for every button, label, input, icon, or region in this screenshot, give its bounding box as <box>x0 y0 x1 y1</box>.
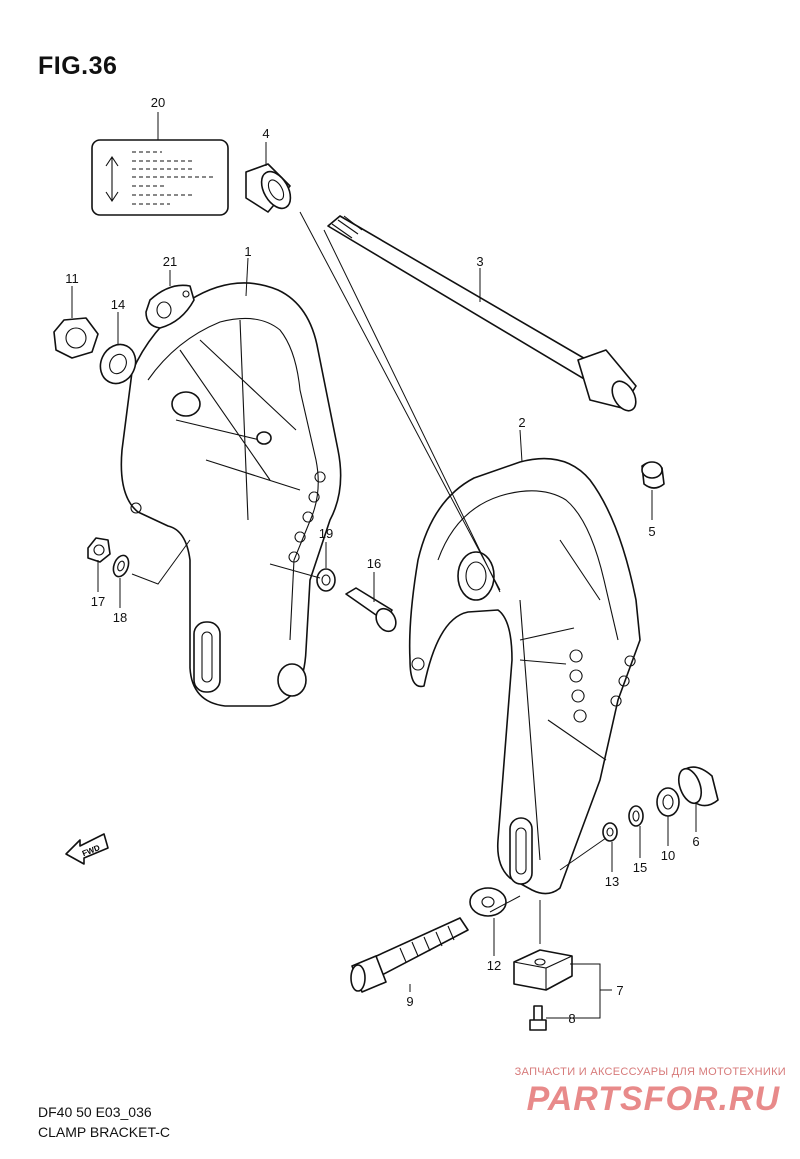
callout-9: 9 <box>406 994 413 1009</box>
callout-numbers: 20 4 1 3 11 21 14 2 5 19 16 17 18 6 10 1… <box>65 95 699 1026</box>
callout-leaders <box>71 112 697 1019</box>
part-18-washer <box>112 554 130 578</box>
callout-18: 18 <box>113 610 127 625</box>
figure-title: FIG.36 <box>38 52 118 80</box>
part-21-plate <box>145 284 195 329</box>
part-5-bushing <box>641 461 665 489</box>
part-15-washer <box>628 805 644 827</box>
callout-15: 15 <box>633 860 647 875</box>
callout-21: 21 <box>163 254 177 269</box>
callout-1: 1 <box>244 244 251 259</box>
callout-16: 16 <box>367 556 381 571</box>
part-4-bushing <box>245 163 292 213</box>
part-9-bolt <box>350 917 469 993</box>
part-10-nut <box>656 787 680 817</box>
part-7-pad <box>513 949 573 991</box>
watermark-logo: PARTSFOR.RU <box>526 1080 780 1118</box>
part-13-washer <box>602 822 618 842</box>
fwd-arrow-icon: FWD <box>65 833 109 865</box>
callout-11: 11 <box>65 271 79 286</box>
callout-5: 5 <box>648 524 655 539</box>
watermark-caption: ЗАПЧАСТИ И АКСЕССУАРЫ ДЛЯ МОТОТЕХНИКИ <box>514 1066 786 1078</box>
callout-3: 3 <box>476 254 483 269</box>
callout-17: 17 <box>91 594 105 609</box>
assembly-lines <box>131 211 607 944</box>
callout-4: 4 <box>262 126 269 141</box>
part-19-washer <box>316 568 336 592</box>
callout-8: 8 <box>568 1011 575 1026</box>
part-11-nut <box>53 317 99 359</box>
footer-model-code: DF40 50 E03_036 <box>38 1104 152 1120</box>
part-3-through-bolt <box>327 215 637 412</box>
part-16-pin <box>345 587 397 633</box>
callout-12: 12 <box>487 958 501 973</box>
part-8-screw <box>529 1005 547 1031</box>
part-17-nut <box>87 537 111 563</box>
callout-10: 10 <box>661 848 675 863</box>
callout-19: 19 <box>319 526 333 541</box>
callout-7: 7 <box>616 983 623 998</box>
part-12-washer <box>469 887 507 917</box>
callout-20: 20 <box>151 95 165 110</box>
callout-2: 2 <box>518 415 525 430</box>
part-20-label-decal <box>91 139 229 216</box>
part-1-clamp-bracket <box>120 282 342 707</box>
footer-diagram-name: CLAMP BRACKET-C <box>38 1124 170 1140</box>
part-2-clamp-bracket <box>408 457 641 895</box>
callout-6: 6 <box>692 834 699 849</box>
part-14-washer <box>99 343 137 385</box>
callout-13: 13 <box>605 874 619 889</box>
part-6-cap <box>677 766 719 807</box>
callout-14: 14 <box>111 297 125 312</box>
